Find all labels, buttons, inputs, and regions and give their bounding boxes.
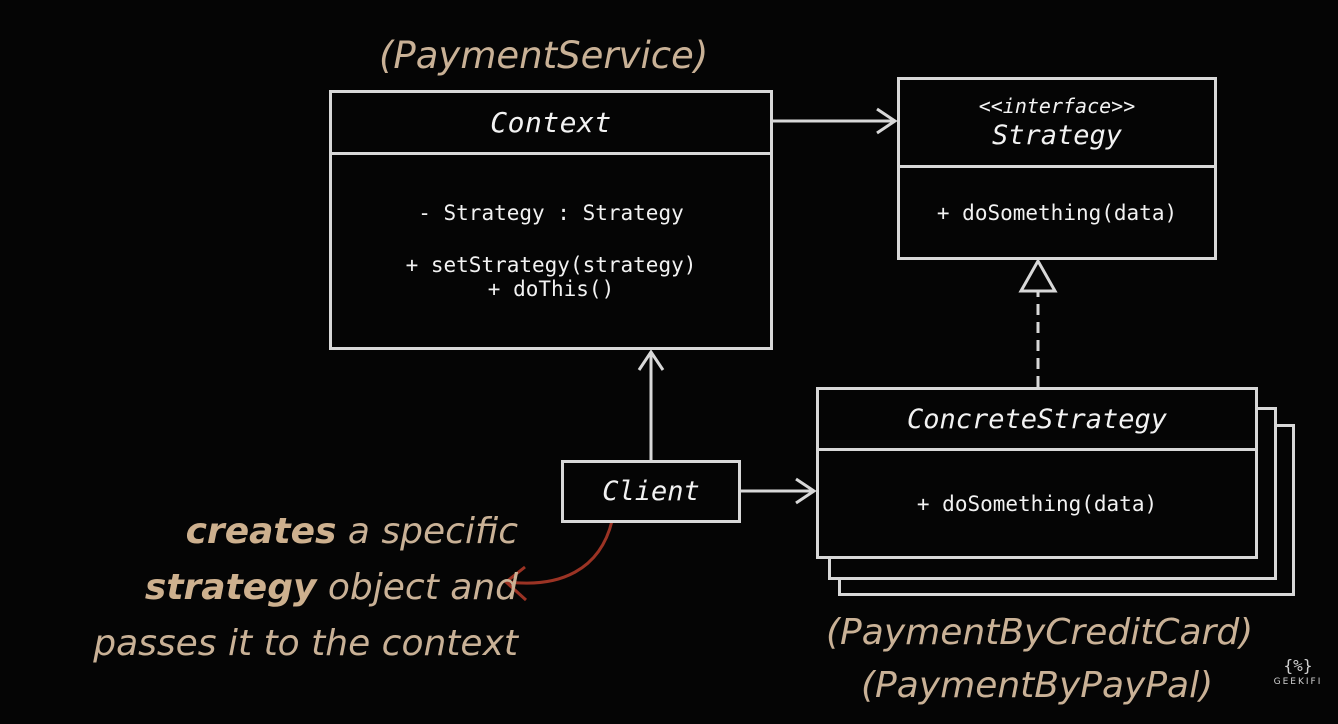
- concrete-strategy-title: ConcreteStrategy: [906, 403, 1168, 435]
- paypal-label: (PaymentByPayPal): [861, 665, 1214, 706]
- strategy-header: <<interface>> Strategy: [900, 80, 1214, 168]
- logo-text: GEEKIFI: [1273, 677, 1323, 687]
- note-line-3: passes it to the context: [93, 623, 518, 664]
- strategy-interface-box: <<interface>> Strategy + doSomething(dat…: [897, 77, 1217, 260]
- concrete-strategy-header: ConcreteStrategy: [819, 390, 1255, 451]
- note-arrow: [503, 520, 614, 602]
- context-method-do-this: + doThis(): [487, 277, 615, 301]
- strategy-title: Strategy: [991, 120, 1123, 151]
- client-box: Client: [561, 460, 741, 523]
- context-title: Context: [490, 106, 612, 139]
- context-to-strategy-arrow: [773, 107, 898, 135]
- concrete-strategy-body: + doSomething(data): [819, 451, 1255, 556]
- note-line-1-rest: a specific: [336, 511, 518, 552]
- strategy-method: + doSomething(data): [936, 200, 1178, 225]
- strategy-body: + doSomething(data): [900, 168, 1214, 257]
- context-body: - Strategy : Strategy + setStrategy(stra…: [332, 155, 770, 347]
- context-header: Context: [332, 93, 770, 155]
- context-method-set-strategy: + setStrategy(strategy): [405, 253, 697, 277]
- client-note: creates a specific strategy object and p…: [18, 504, 518, 672]
- concrete-strategy-method: + doSomething(data): [916, 491, 1158, 516]
- note-line-2: strategy object and: [18, 560, 518, 616]
- credit-card-label: (PaymentByCreditCard): [826, 612, 1254, 653]
- context-field: - Strategy : Strategy: [418, 201, 684, 225]
- note-emphasis-strategy: strategy: [144, 567, 317, 608]
- geekifi-watermark: {%} GEEKIFI: [1262, 656, 1334, 687]
- realization-arrow: [1018, 257, 1058, 387]
- concrete-strategy-class-box: ConcreteStrategy + doSomething(data): [816, 387, 1258, 559]
- logo-icon: {%}: [1283, 656, 1313, 675]
- note-line-1: creates a specific: [18, 504, 518, 560]
- note-line-2-rest: object and: [316, 567, 518, 608]
- client-to-concrete-arrow: [741, 477, 817, 505]
- note-emphasis-creates: creates: [185, 511, 337, 552]
- payment-service-label: (PaymentService): [379, 34, 709, 77]
- context-class-box: Context - Strategy : Strategy + setStrat…: [329, 90, 773, 350]
- client-to-context-arrow: [637, 349, 665, 460]
- client-title: Client: [602, 476, 700, 507]
- interface-stereotype: <<interface>>: [978, 94, 1136, 118]
